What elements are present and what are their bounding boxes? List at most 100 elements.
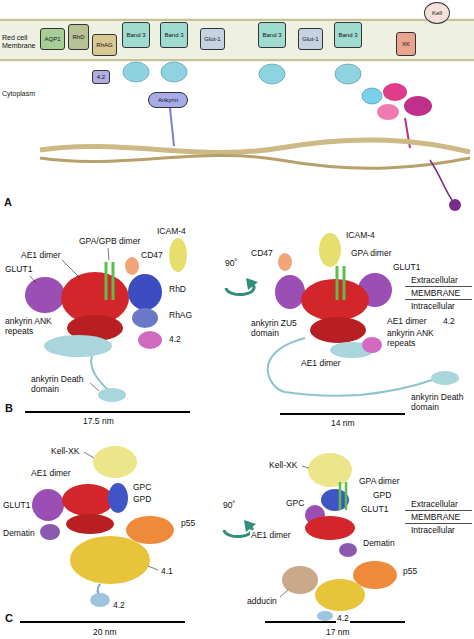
structure-label: ankyrin ANK repeats bbox=[4, 316, 58, 336]
protein-name: Kell bbox=[432, 10, 442, 17]
complex-structure-b-right-part bbox=[275, 275, 305, 309]
structure-label: 20 nm bbox=[92, 627, 118, 637]
protein-name: Band 3 bbox=[126, 32, 145, 39]
complex-structure-c-right-part bbox=[405, 523, 472, 524]
structure-label: GPC bbox=[132, 482, 152, 492]
structure-label: ankyrin ANK repeats bbox=[386, 328, 438, 348]
panel-letter: C bbox=[4, 612, 14, 624]
complex-structure-b-left-part bbox=[105, 262, 108, 300]
structure-label: Kell-XK bbox=[50, 446, 80, 456]
structure-label: 4.2 bbox=[168, 334, 182, 344]
structure-label: ankyrin Death domain bbox=[410, 392, 470, 412]
complex-structure-c-right-part bbox=[282, 566, 318, 594]
complex-structure-c-right-part bbox=[317, 611, 333, 621]
membrane-schematic-part bbox=[161, 62, 187, 82]
structure-label: p55 bbox=[180, 518, 196, 528]
rotation-arrow bbox=[224, 278, 258, 537]
protein-name: Band 3 bbox=[262, 32, 281, 39]
structure-label: GLUT1 bbox=[392, 262, 421, 272]
structure-label: AE1 dimer bbox=[20, 250, 62, 260]
protein-name: RhD bbox=[72, 34, 84, 41]
complex-structure-b-left-part bbox=[30, 276, 36, 283]
structure-label: AE1 dimer bbox=[300, 358, 342, 368]
complex-structure-c-left-part bbox=[84, 452, 94, 458]
membrane-schematic-part bbox=[0, 18, 474, 62]
structure-label: 17.5 nm bbox=[82, 416, 115, 426]
structure-label: CD47 bbox=[140, 250, 164, 260]
complex-structure-c-left-part bbox=[148, 566, 158, 570]
structure-label: 90˚ bbox=[222, 500, 236, 510]
membrane-schematic-part bbox=[259, 64, 285, 84]
structure-label: 4.2 bbox=[112, 600, 126, 610]
protein-name: Glut-1 bbox=[302, 36, 318, 43]
complex-structure-b-left-part bbox=[138, 331, 162, 349]
structure-label: GPD bbox=[132, 494, 152, 504]
structure-label: RhD bbox=[168, 284, 187, 294]
protein-box: 4.2 bbox=[92, 70, 110, 84]
complex-structure-c-left-part bbox=[20, 621, 185, 623]
membrane-schematic-part bbox=[40, 140, 470, 153]
structure-label: Kell-XK bbox=[268, 460, 298, 470]
structure-label: GPA/GPB dimer bbox=[78, 236, 141, 246]
complex-structure-b-right-part bbox=[343, 266, 346, 300]
structure-label: 4.2 bbox=[336, 613, 350, 623]
protein-box: Band 3 bbox=[334, 22, 362, 48]
complex-structure-b-right-part bbox=[336, 266, 339, 300]
structure-label: Extracellular bbox=[410, 499, 459, 509]
protein-name: Band 3 bbox=[164, 32, 183, 39]
complex-structure-b-right-part bbox=[405, 286, 472, 287]
complex-structure-c-left-part bbox=[32, 489, 64, 521]
structure-label: GLUT1 bbox=[2, 500, 31, 510]
complex-structure-b-right-part bbox=[310, 317, 366, 343]
structure-label: Intracellular bbox=[410, 525, 456, 535]
membrane-schematic-part bbox=[377, 104, 399, 120]
protein-name: AQP1 bbox=[44, 36, 60, 43]
complex-structure-b-left-part bbox=[108, 248, 109, 260]
protein-box: Glut-1 bbox=[200, 28, 225, 50]
complex-structure-b-right-part bbox=[362, 337, 382, 353]
structure-label: adducin bbox=[246, 596, 278, 606]
protein-name: Ankyrin bbox=[158, 97, 178, 104]
protein-box: Band 3 bbox=[122, 22, 150, 48]
structure-label: RhAG bbox=[168, 310, 193, 320]
structure-label: GLUT1 bbox=[360, 504, 389, 514]
membrane-schematic-part bbox=[170, 108, 174, 146]
complex-structure-c-right-part bbox=[305, 516, 355, 540]
complex-structure-b-right-part bbox=[301, 279, 369, 321]
complex-structure-b-left-part bbox=[132, 308, 158, 328]
structure-label: CD47 bbox=[250, 248, 274, 258]
complex-structure-c-left bbox=[20, 446, 185, 622]
protein-name: XK bbox=[402, 41, 410, 48]
complex-structure-c-right-part bbox=[280, 590, 288, 597]
membrane-schematic-part bbox=[404, 96, 432, 116]
complex-structure-c-left-part bbox=[66, 514, 114, 534]
complex-structure-c-left-part bbox=[70, 536, 150, 584]
structure-label: Extracellular bbox=[410, 275, 459, 285]
structure-label: 17 nm bbox=[325, 627, 351, 637]
complex-structure-b-left-part bbox=[89, 382, 99, 391]
structure-label: Red cell Membrane bbox=[2, 34, 36, 50]
complex-structure-c-left-part bbox=[126, 516, 174, 544]
protein-box: AQP1 bbox=[40, 28, 65, 50]
complex-structure-c-right-part bbox=[302, 466, 309, 468]
structure-label: ICAM-4 bbox=[156, 226, 187, 236]
structure-label: GPA dimer bbox=[350, 248, 392, 258]
complex-structure-b-right-part bbox=[280, 413, 405, 415]
complex-structure-b-right-part bbox=[405, 299, 472, 300]
membrane-schematic-part bbox=[40, 155, 470, 168]
structure-label: GLUT1 bbox=[4, 264, 33, 274]
complex-structure-c-right bbox=[265, 453, 472, 622]
structure-label: 4.1 bbox=[160, 566, 174, 576]
structure-label: GPC bbox=[285, 498, 305, 508]
membrane-schematic-part bbox=[383, 83, 407, 101]
panel-letter: B bbox=[4, 402, 14, 414]
protein-box: RhAG bbox=[92, 34, 117, 56]
complex-structure-b-left-part bbox=[60, 258, 80, 278]
protein-box: Kell bbox=[424, 2, 450, 24]
complex-structure-b-left-part bbox=[25, 411, 190, 413]
complex-structure-c-right-part bbox=[339, 482, 342, 510]
structure-label: AE1 dimer bbox=[30, 468, 72, 478]
structure-label: Dematin bbox=[2, 528, 36, 538]
complex-structure-b-right-part bbox=[278, 253, 292, 271]
